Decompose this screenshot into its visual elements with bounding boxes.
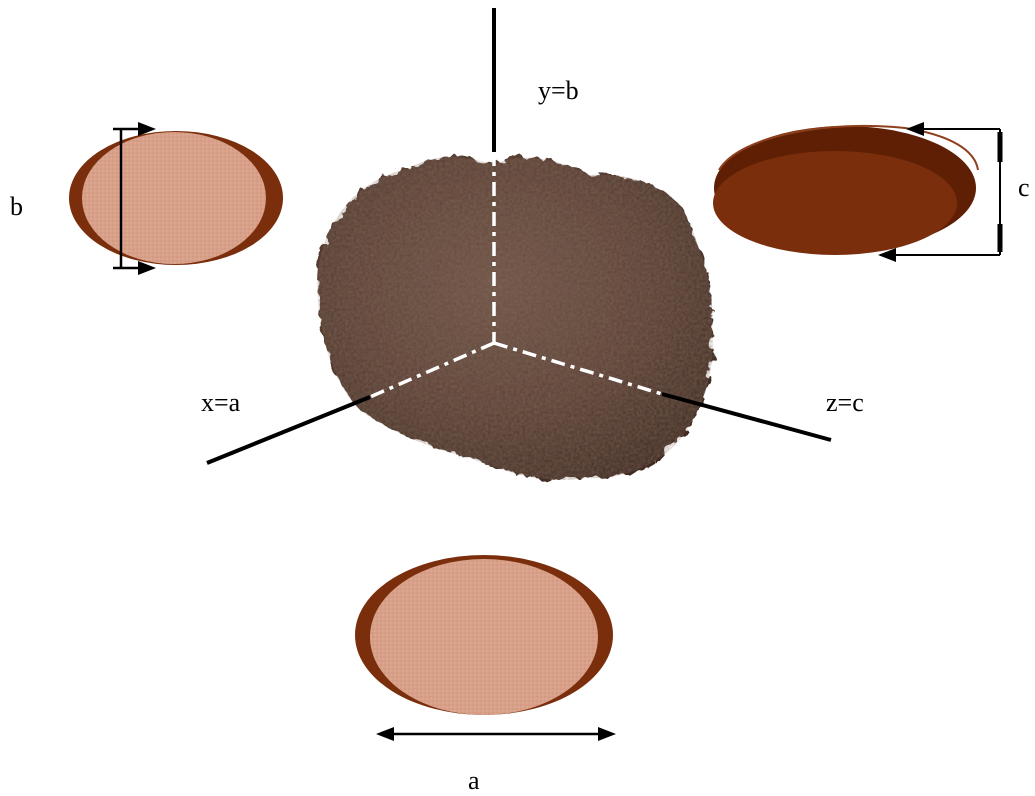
y-axis-label: y=b	[538, 76, 579, 105]
dimension-b-label: b	[10, 192, 23, 221]
disc-view-a	[355, 555, 616, 741]
rock-photo	[318, 157, 713, 480]
disc-view-b	[69, 122, 283, 275]
disc-view-c	[713, 122, 1000, 262]
x-axis-label: x=a	[201, 388, 241, 417]
arrowhead-icon	[598, 727, 616, 741]
z-axis-label: z=c	[826, 388, 864, 417]
arrowhead-icon	[376, 727, 394, 741]
dimension-a-label: a	[468, 766, 480, 795]
dimension-c-label: c	[1018, 173, 1030, 202]
